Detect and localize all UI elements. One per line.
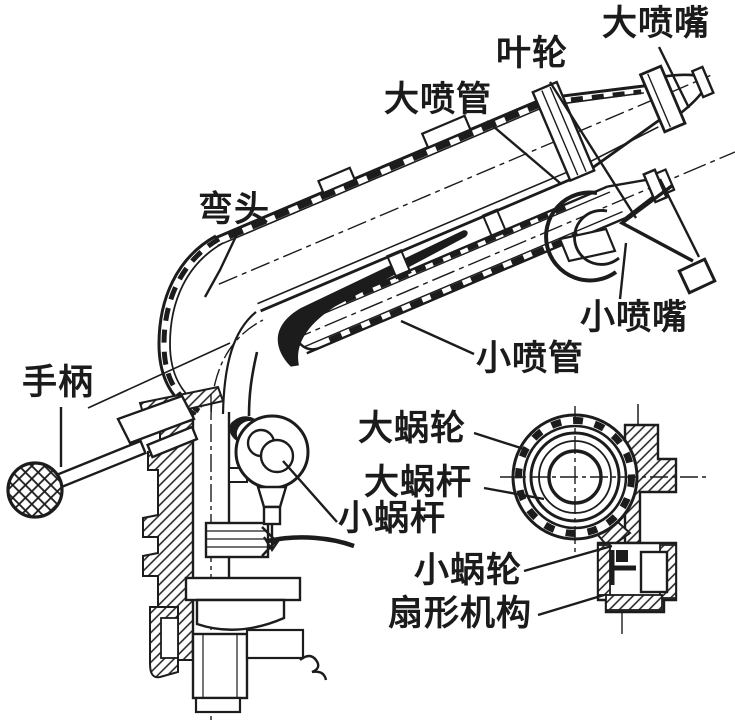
leader-small-spray-pipe xyxy=(400,319,475,356)
leader-small-worm-wheel xyxy=(523,544,613,573)
label-sector-mechanism: 扇形机构 xyxy=(388,593,533,634)
label-handle: 手柄 xyxy=(22,362,95,403)
label-large-nozzle: 大喷嘴 xyxy=(602,3,711,44)
leader-small-worm-shaft xyxy=(282,460,338,523)
leader-lines xyxy=(59,46,691,617)
leader-large-worm-wheel xyxy=(473,431,525,451)
sector-mechanism-lower xyxy=(596,541,678,634)
label-large-worm-wheel: 大蜗轮 xyxy=(358,408,467,449)
label-small-spray-pipe: 小喷管 xyxy=(476,338,585,379)
small-worm-wheel-drawing xyxy=(639,550,669,594)
handle-ball xyxy=(6,461,64,519)
label-large-spray-pipe: 大喷管 xyxy=(384,79,493,120)
large-worm-wheel-drawing xyxy=(500,406,706,557)
flow-vane xyxy=(277,230,468,367)
label-small-worm-shaft: 小蜗杆 xyxy=(338,498,447,539)
handle-drawing xyxy=(6,342,231,519)
label-impeller: 叶轮 xyxy=(496,33,569,74)
label-large-worm-shaft: 大蜗杆 xyxy=(364,462,473,503)
leader-sector-mechanism xyxy=(537,593,605,617)
leader-impeller xyxy=(548,81,638,219)
leader-large-worm-shaft xyxy=(483,486,545,501)
leader-small-nozzle xyxy=(618,242,628,300)
leader-elbow xyxy=(203,231,240,298)
label-elbow: 弯头 xyxy=(198,189,271,230)
impeller-drawing xyxy=(544,178,717,295)
worm-gear-detail-drawing xyxy=(500,404,706,634)
leader-large-spray-pipe xyxy=(486,120,561,184)
leader-large-nozzle xyxy=(657,46,691,109)
label-small-nozzle: 小喷嘴 xyxy=(580,297,689,338)
label-small-worm-wheel: 小蜗轮 xyxy=(414,550,523,591)
large-nozzle-drawing xyxy=(638,64,715,134)
